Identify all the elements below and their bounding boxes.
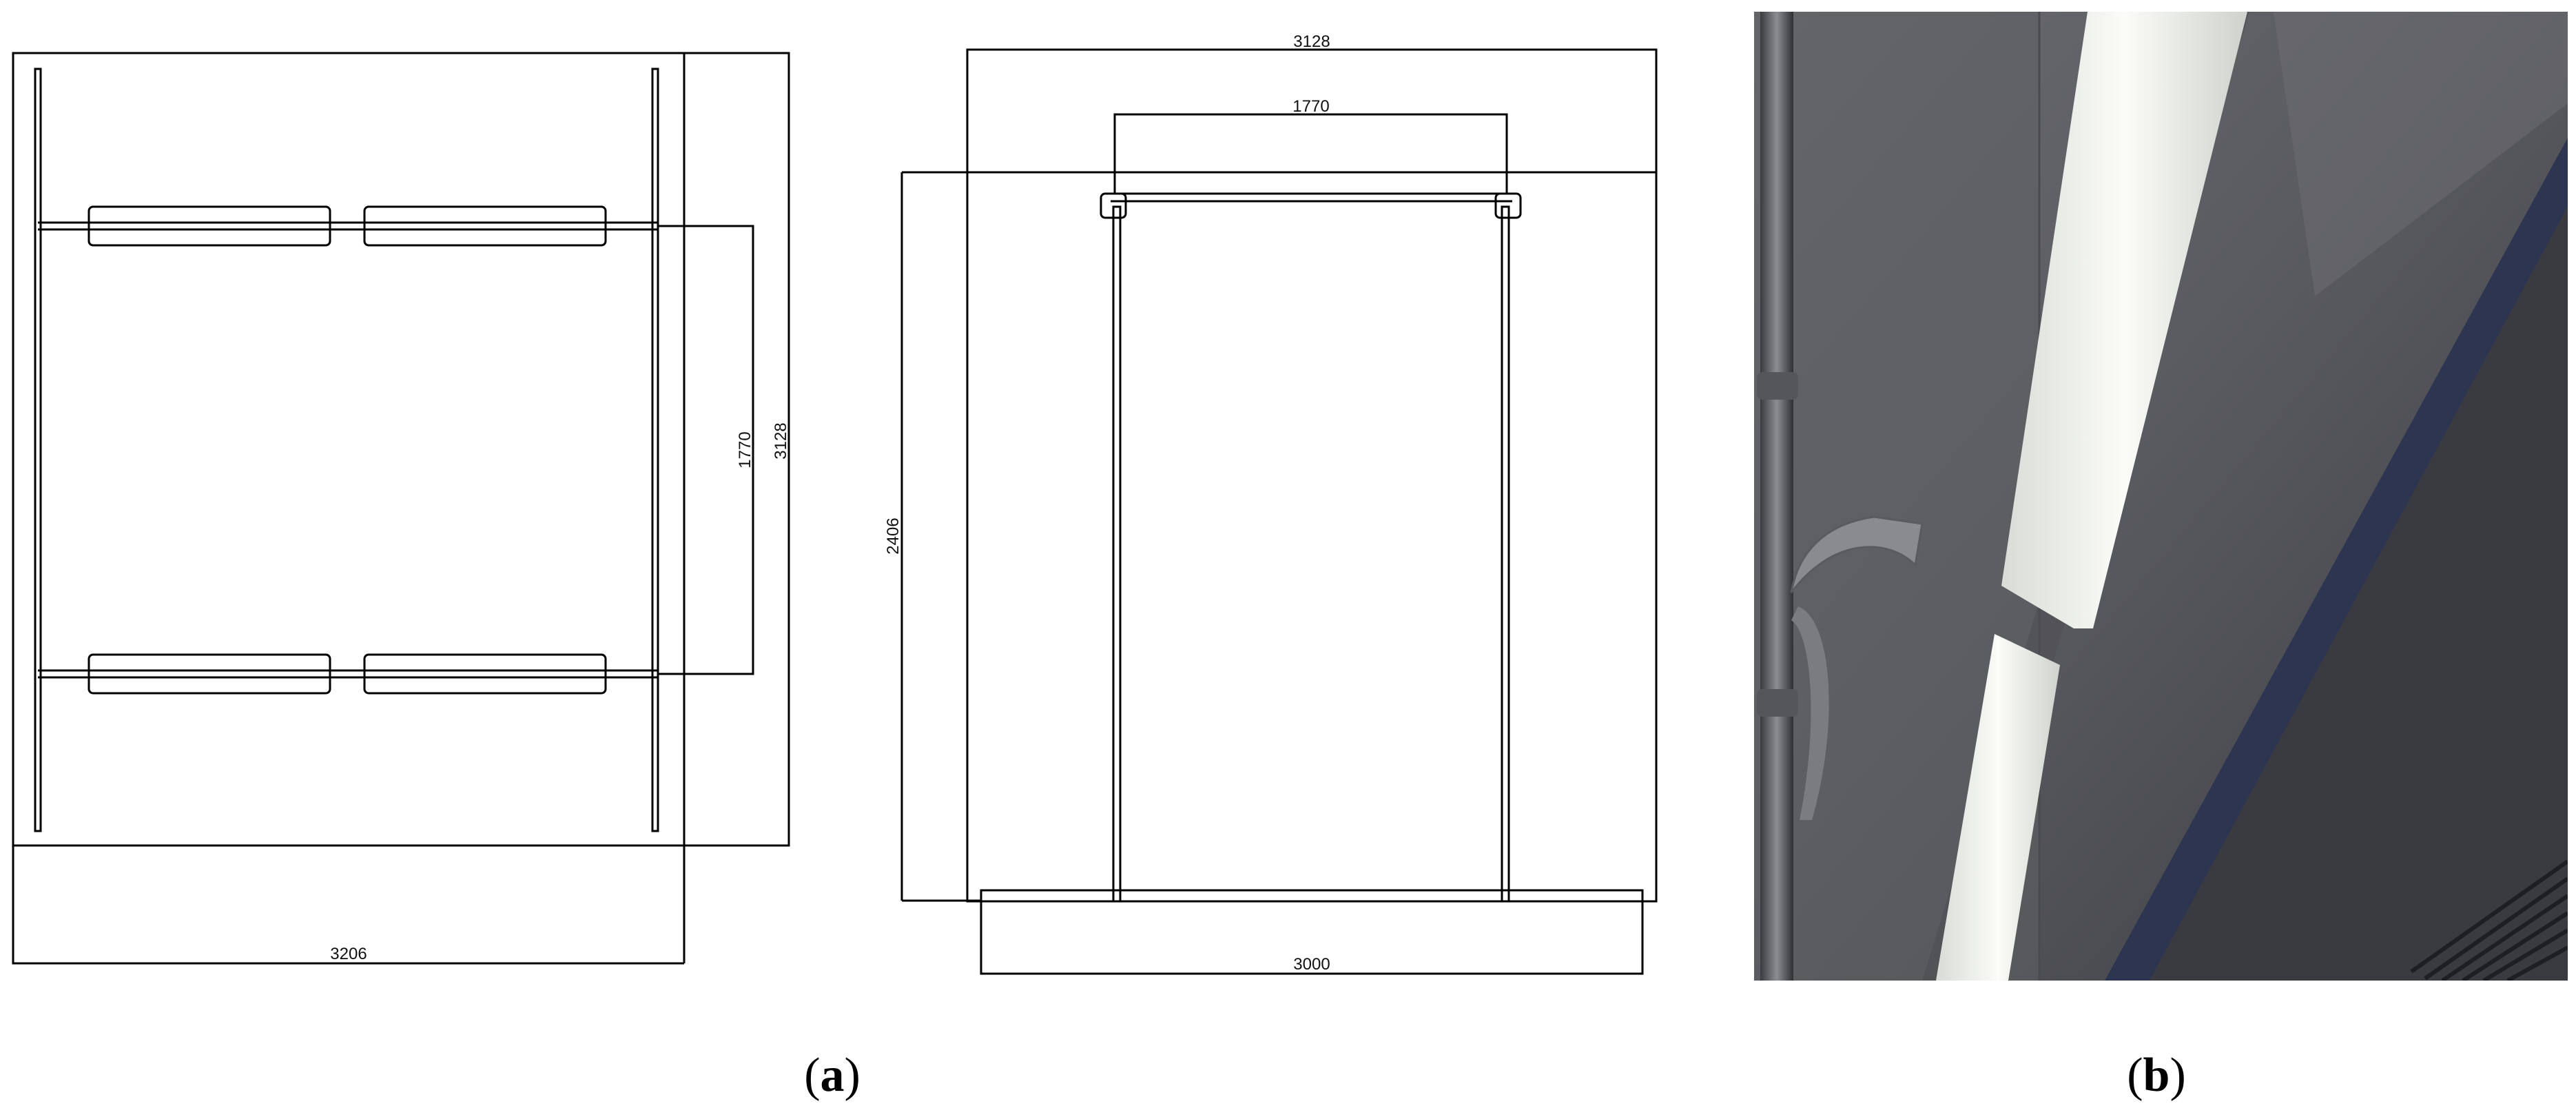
vent-grille <box>2410 859 2568 981</box>
plan-left-rail <box>34 68 42 832</box>
lamp-lower <box>1936 634 2060 981</box>
side-dim-inner-label: 1770 <box>1292 97 1329 116</box>
handrail-pole <box>1760 12 1793 981</box>
plan-lamp-lower-left <box>87 653 331 695</box>
plan-lamp-upper-left <box>87 205 331 247</box>
side-dim-left-label: 2406 <box>884 517 903 554</box>
plan-dim-inner-label: 1770 <box>736 431 754 468</box>
side-dim-bottom-label: 3000 <box>1293 955 1330 974</box>
caption-a: (a) <box>804 1049 861 1102</box>
side-view-drawing <box>900 48 1658 975</box>
caption-b-label: b <box>2143 1049 2170 1102</box>
caption-b: (b) <box>2127 1049 2186 1102</box>
plan-dim-line-inner <box>658 225 754 675</box>
lamp-upper <box>2001 12 2247 628</box>
plan-view-drawing <box>12 52 790 965</box>
side-outer-frame <box>966 48 1658 903</box>
plan-dim-line-bottom <box>12 846 684 965</box>
side-base-platform <box>980 889 1644 903</box>
side-dim-line-bottom <box>980 901 1644 975</box>
plan-dim-bottom-label: 3206 <box>330 945 367 963</box>
plan-outer-frame <box>12 52 790 847</box>
plan-dim-outer-label: 3128 <box>772 422 790 459</box>
side-dim-top-label: 3128 <box>1293 32 1330 51</box>
side-pole-left <box>1112 205 1122 903</box>
plan-lamp-lower-right <box>363 653 607 695</box>
ceiling-photo <box>1754 12 2568 981</box>
hanger-bracket <box>1790 515 1924 593</box>
caption-a-label: a <box>821 1049 845 1102</box>
plan-lamp-upper-right <box>363 205 607 247</box>
side-pole-right <box>1501 205 1510 903</box>
plan-right-rail <box>651 68 659 832</box>
side-dim-line-inner <box>1113 113 1508 194</box>
blue-accent-strip <box>2105 138 2568 981</box>
